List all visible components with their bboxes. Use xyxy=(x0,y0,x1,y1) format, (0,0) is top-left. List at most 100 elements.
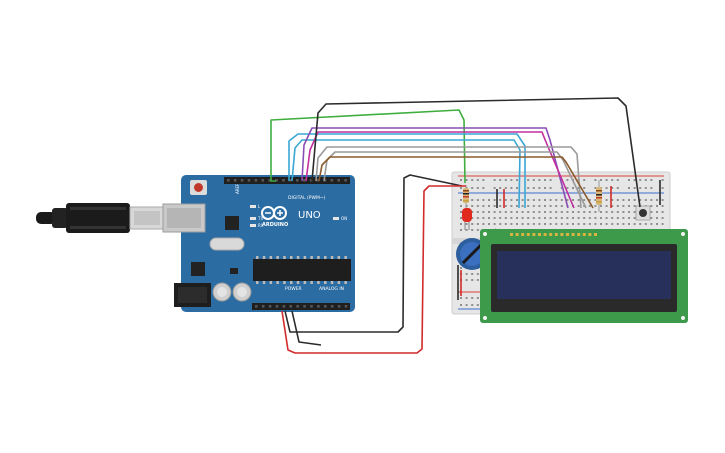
breadboard-hole xyxy=(476,217,479,219)
breadboard-hole xyxy=(460,304,462,306)
header-pin xyxy=(337,305,341,308)
wire-red[interactable] xyxy=(281,185,466,354)
breadboard-hole xyxy=(633,187,636,189)
chip-leg xyxy=(269,256,273,259)
breadboard-hole xyxy=(572,199,574,201)
arduino-uno-board[interactable]: L TX RX ON ARDUINO UNO DIGITAL (PWM~) AR… xyxy=(162,175,355,312)
breadboard-hole xyxy=(594,217,597,219)
chip-leg xyxy=(262,256,266,259)
breadboard-hole xyxy=(460,187,462,189)
wire-brown[interactable] xyxy=(318,156,594,209)
breadboard-hole xyxy=(532,223,535,225)
breadboard-hole xyxy=(521,223,524,225)
resistor[interactable] xyxy=(463,185,469,208)
wire-black-top[interactable] xyxy=(311,97,641,208)
breadboard-hole xyxy=(499,205,502,207)
usb-b-plug-icon[interactable] xyxy=(36,203,165,233)
breadboard-hole xyxy=(616,187,619,189)
breadboard-hole xyxy=(465,273,468,275)
breadboard-hole xyxy=(516,217,518,219)
breadboard-hole xyxy=(465,304,468,306)
chip-leg xyxy=(324,281,327,284)
breadboard-hole xyxy=(656,199,658,201)
breadboard-hole xyxy=(476,223,479,225)
breadboard-hole xyxy=(600,211,602,213)
header-pin xyxy=(261,179,265,182)
breadboard-hole xyxy=(460,217,462,219)
breadboard-hole xyxy=(510,205,513,207)
breadboard-hole xyxy=(560,211,563,213)
breadboard-hole xyxy=(465,229,468,231)
reset-button[interactable] xyxy=(194,183,203,192)
lcd-pin xyxy=(582,233,586,236)
chip-leg xyxy=(276,256,279,259)
wire-green[interactable] xyxy=(270,109,466,184)
breadboard-hole xyxy=(460,211,462,213)
breadboard-hole xyxy=(471,273,474,275)
breadboard-hole xyxy=(661,211,664,213)
chip-leg xyxy=(337,256,341,259)
chip-leg xyxy=(276,281,279,284)
resistor[interactable] xyxy=(596,180,602,212)
lcd-16x2-module[interactable] xyxy=(480,229,688,323)
wire-cyan-2[interactable] xyxy=(291,139,521,209)
breadboard-hole xyxy=(594,199,597,201)
breadboard-hole xyxy=(577,199,580,201)
red-led[interactable] xyxy=(462,208,472,230)
chip-leg xyxy=(303,256,307,259)
breadboard-hole xyxy=(583,217,586,219)
breadboard-hole xyxy=(588,211,591,213)
breadboard-hole xyxy=(544,217,546,219)
breadboard-hole xyxy=(527,211,530,213)
breadboard-hole xyxy=(521,211,524,213)
breadboard-hole xyxy=(510,179,513,181)
breadboard-hole xyxy=(493,205,496,207)
breadboard-hole xyxy=(538,205,541,207)
pushbutton[interactable] xyxy=(635,205,651,221)
lcd-pin xyxy=(538,233,541,236)
chip-leg xyxy=(344,281,347,284)
breadboard-hole xyxy=(650,223,653,225)
breadboard-hole xyxy=(605,217,608,219)
breadboard-hole xyxy=(583,199,586,201)
breadboard-hole xyxy=(532,217,535,219)
header-pin xyxy=(330,305,334,308)
chip-leg xyxy=(303,281,307,284)
header-pin xyxy=(337,179,340,182)
lcd-pin xyxy=(521,233,525,236)
wire-black-bottom[interactable] xyxy=(284,174,463,333)
breadboard-hole xyxy=(633,217,636,219)
breadboard-hole xyxy=(616,223,619,225)
breadboard-hole xyxy=(594,179,597,181)
breadboard-hole xyxy=(521,217,524,219)
chip-leg xyxy=(296,281,300,284)
breadboard-hole xyxy=(605,199,608,201)
breadboard-hole xyxy=(516,187,518,189)
breadboard-hole xyxy=(499,217,502,219)
wire-gray-2[interactable] xyxy=(323,151,587,209)
header-pin xyxy=(255,305,258,308)
breadboard-hole xyxy=(588,199,591,201)
wire-black-gnd[interactable] xyxy=(291,310,322,346)
wire-magenta[interactable] xyxy=(305,131,575,209)
header-pin xyxy=(316,179,320,182)
breadboard-hole xyxy=(471,211,474,213)
breadboard-hole xyxy=(611,205,614,207)
breadboard-hole xyxy=(532,187,535,189)
breadboard-hole xyxy=(644,199,647,201)
l-led-label: L xyxy=(258,204,261,209)
wire-gray[interactable] xyxy=(315,146,582,209)
header-pin xyxy=(282,179,285,182)
breadboard-hole xyxy=(583,179,586,181)
chip-leg xyxy=(283,256,286,259)
breadboard-hole xyxy=(488,223,490,225)
lcd-pin xyxy=(588,233,592,236)
breadboard-hole xyxy=(661,187,664,189)
breadboard-hole xyxy=(460,297,462,299)
breadboard-hole xyxy=(476,187,479,189)
breadboard-hole xyxy=(600,223,602,225)
breadboard-hole xyxy=(493,199,496,201)
breadboard-hole xyxy=(611,211,614,213)
chip-leg xyxy=(262,281,266,284)
